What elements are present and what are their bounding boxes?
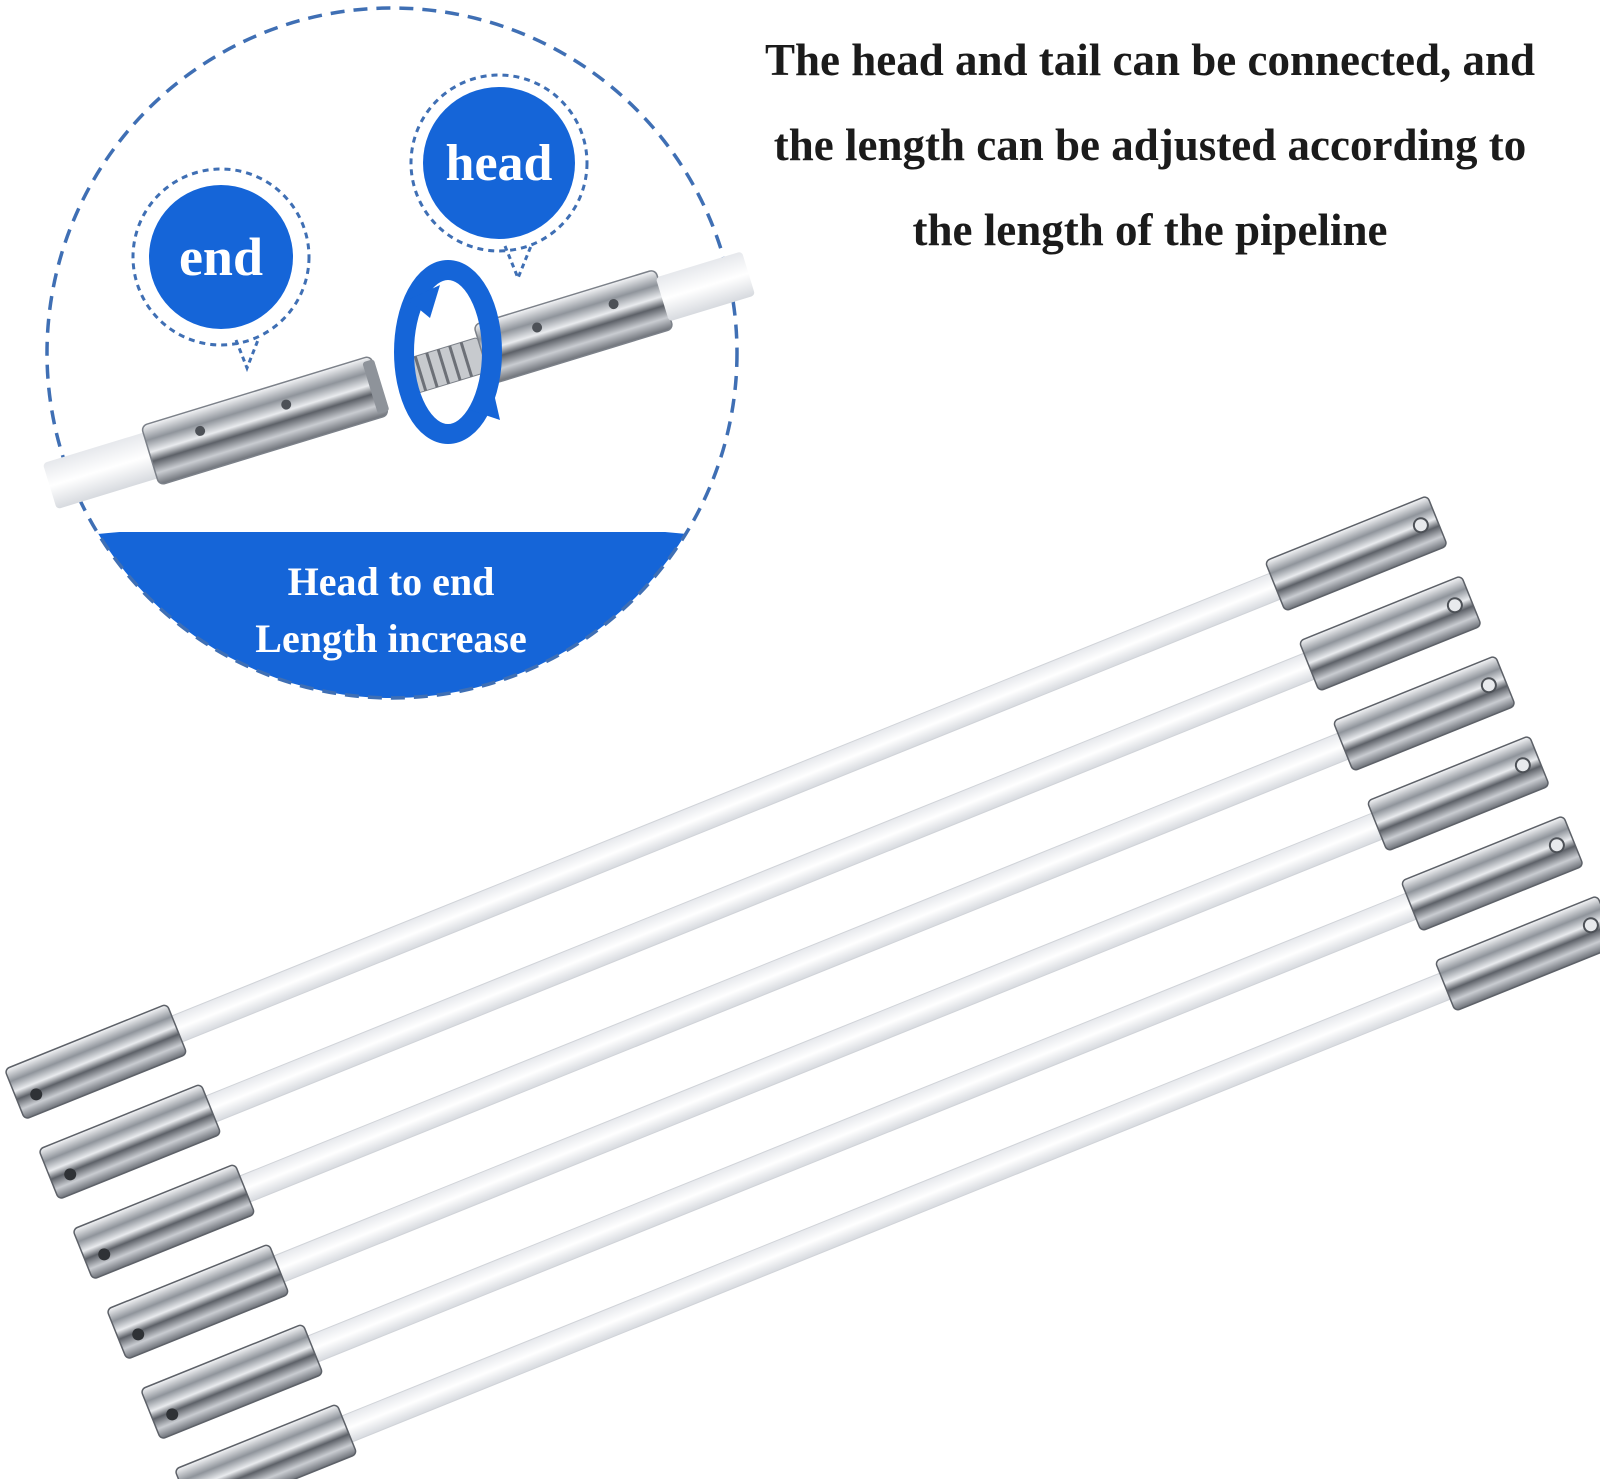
head-label: head xyxy=(446,135,553,192)
rod-end-fitting xyxy=(73,1164,255,1279)
rod-end-fitting xyxy=(39,1084,221,1199)
rod-head-fitting xyxy=(1265,496,1447,611)
rod-end-fitting xyxy=(5,1004,187,1119)
rod-head-fitting xyxy=(1367,736,1549,851)
fiberglass-rod xyxy=(141,816,1583,1439)
rod-head-pin xyxy=(1412,517,1429,534)
rod-end-pin xyxy=(166,1408,179,1421)
end-connector xyxy=(43,356,389,509)
rod-head-fitting xyxy=(1333,656,1515,771)
rod-end-pin xyxy=(30,1088,43,1101)
rod-head-fitting xyxy=(1299,576,1481,691)
rod-head-pin xyxy=(1446,597,1463,614)
rod-head-pin xyxy=(1548,837,1565,854)
caption-line-2: the length can be adjusted according to xyxy=(773,120,1527,170)
rod-end-pin xyxy=(64,1168,77,1181)
head-bubble xyxy=(409,73,589,282)
caption-line-3: the length of the pipeline xyxy=(912,205,1388,255)
rod-end-pin xyxy=(98,1248,111,1261)
rotate-arrow-icon xyxy=(394,260,502,444)
rod-head-pin xyxy=(1480,677,1497,694)
rod-end-fitting xyxy=(175,1404,357,1483)
inset-circle: end head Head to end Length increase xyxy=(43,6,755,700)
rod-head-fitting xyxy=(1435,896,1600,1011)
banner-line-2: Length increase xyxy=(255,616,526,661)
banner-line-1: Head to end xyxy=(288,559,495,604)
caption: The head and tail can be connected, and … xyxy=(700,18,1600,273)
fiberglass-rod xyxy=(175,896,1600,1483)
rod-head-pin xyxy=(1582,917,1599,934)
fiberglass-rod xyxy=(107,736,1549,1359)
fiberglass-rod xyxy=(73,656,1515,1279)
fiberglass-rod xyxy=(5,496,1447,1119)
end-label: end xyxy=(179,227,263,287)
rod-head-pin xyxy=(1514,757,1531,774)
caption-line-1: The head and tail can be connected, and xyxy=(764,35,1536,85)
fiberglass-rod xyxy=(39,576,1481,1199)
rod-end-fitting xyxy=(141,1324,323,1439)
rod-end-pin xyxy=(132,1328,145,1341)
rod-end-fitting xyxy=(107,1244,289,1359)
rod-head-fitting xyxy=(1401,816,1583,931)
rod-set xyxy=(5,496,1600,1483)
end-bubble xyxy=(131,167,311,373)
